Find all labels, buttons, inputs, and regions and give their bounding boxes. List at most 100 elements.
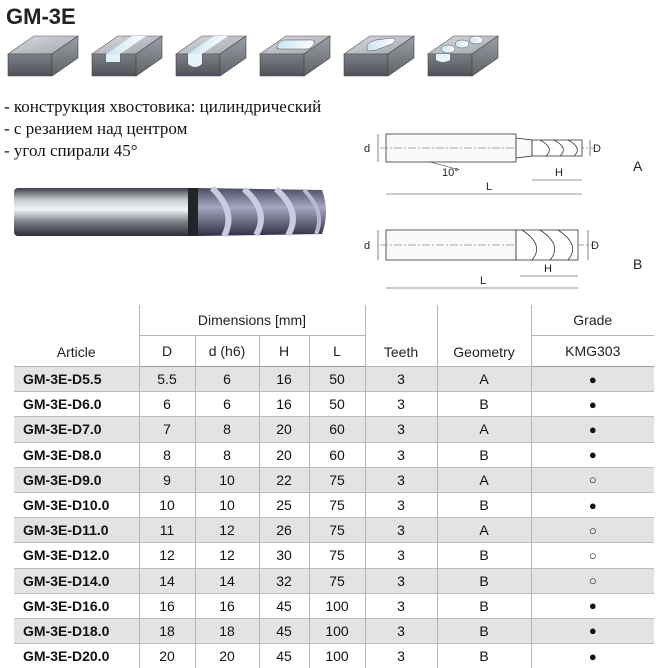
drawing-geometry-b: d D H L <box>364 229 599 289</box>
cell-L: 100 <box>308 643 365 668</box>
cell-d: 8 <box>194 441 259 468</box>
block-pocket-slot-icon <box>259 35 331 77</box>
feature-list: - конструкция хвостовика: цилиндрический… <box>4 96 321 162</box>
cell-geometry: B <box>436 542 531 568</box>
drawing-b-H-label: H <box>544 263 552 275</box>
header-grade-code: KMG303 <box>530 335 654 367</box>
cell-teeth: 3 <box>364 491 437 518</box>
cell-D: 11 <box>138 517 195 543</box>
header-article: Article <box>14 305 139 367</box>
cell-D: 7 <box>138 416 195 443</box>
cell-H: 26 <box>258 517 309 543</box>
cell-L: 75 <box>308 542 365 568</box>
cell-D: 9 <box>138 466 195 493</box>
cell-d: 20 <box>194 643 259 668</box>
cell-teeth: 3 <box>364 365 437 392</box>
block-ramp-pocket-icon <box>343 35 415 77</box>
cell-grade: ○ <box>530 517 654 543</box>
cell-L: 75 <box>308 567 365 594</box>
cell-teeth: 3 <box>364 542 437 568</box>
drawing-b-d-label: d <box>364 240 370 252</box>
drawing-a-H-label: H <box>555 167 563 179</box>
cell-teeth: 3 <box>364 517 437 543</box>
cell-grade: ● <box>530 617 654 644</box>
cell-H: 20 <box>258 441 309 468</box>
header-teeth: Teeth <box>364 305 437 367</box>
table-row: GM-3E-D20.0 20 20 45 100 3 B ● <box>14 643 654 668</box>
cell-article: GM-3E-D18.0 <box>14 617 139 644</box>
drawing-a-D-label: D <box>593 143 601 155</box>
product-title: GM-3E <box>6 4 76 29</box>
table-row: GM-3E-D11.0 11 12 26 75 3 A ○ <box>14 517 654 543</box>
cell-D: 20 <box>138 643 195 668</box>
cell-geometry: B <box>436 617 531 644</box>
table-row: GM-3E-D8.0 8 8 20 60 3 B ● <box>14 441 654 468</box>
block-facing-icon <box>7 35 79 77</box>
cell-L: 50 <box>308 365 365 392</box>
cell-grade: ● <box>530 643 654 668</box>
cell-teeth: 3 <box>364 567 437 594</box>
header-grade: Grade <box>530 305 654 336</box>
cell-teeth: 3 <box>364 592 437 619</box>
cell-article: GM-3E-D11.0 <box>14 517 139 543</box>
drawing-a-angle-label: 10° <box>442 167 459 179</box>
cell-D: 5.5 <box>138 365 195 392</box>
cell-L: 50 <box>308 391 365 417</box>
cell-d: 12 <box>194 542 259 568</box>
cell-geometry: B <box>436 643 531 668</box>
cell-grade: ● <box>530 365 654 392</box>
cell-L: 60 <box>308 416 365 443</box>
cell-H: 45 <box>258 643 309 668</box>
table-row: GM-3E-D14.0 14 14 32 75 3 B ○ <box>14 567 654 594</box>
cell-H: 16 <box>258 365 309 392</box>
cell-D: 16 <box>138 592 195 619</box>
geometry-a-label: A <box>633 158 643 174</box>
drawing-a-d-label: d <box>364 143 370 155</box>
cell-geometry: B <box>436 491 531 518</box>
table-row: GM-3E-D18.0 18 18 45 100 3 B ● <box>14 617 654 644</box>
cell-H: 45 <box>258 592 309 619</box>
cell-grade: ● <box>530 592 654 619</box>
cell-teeth: 3 <box>364 391 437 417</box>
cell-grade: ● <box>530 441 654 468</box>
cell-H: 30 <box>258 542 309 568</box>
drawing-a-L-label: L <box>486 181 492 193</box>
machining-operations-icons <box>7 35 499 77</box>
drawing-b-D-label: D <box>591 240 599 252</box>
header-D: D <box>138 335 195 367</box>
cell-article: GM-3E-D12.0 <box>14 542 139 568</box>
cell-grade: ● <box>530 391 654 417</box>
cell-geometry: A <box>436 416 531 443</box>
cell-L: 100 <box>308 617 365 644</box>
header-H: H <box>258 335 309 367</box>
cell-grade: ● <box>530 416 654 443</box>
cell-geometry: A <box>436 466 531 493</box>
cell-D: 18 <box>138 617 195 644</box>
cell-d: 10 <box>194 491 259 518</box>
feature-helix-angle: - угол спирали 45° <box>4 141 138 160</box>
cell-H: 22 <box>258 466 309 493</box>
cell-geometry: B <box>436 441 531 468</box>
cell-grade: ● <box>530 491 654 518</box>
cell-d: 14 <box>194 567 259 594</box>
cell-H: 20 <box>258 416 309 443</box>
geometry-b-label: B <box>633 256 643 272</box>
cell-geometry: B <box>436 592 531 619</box>
cell-article: GM-3E-D7.0 <box>14 416 139 443</box>
block-slot-open-icon <box>91 35 163 77</box>
cell-article: GM-3E-D9.0 <box>14 466 139 493</box>
cell-H: 32 <box>258 567 309 594</box>
cell-article: GM-3E-D16.0 <box>14 592 139 619</box>
cell-L: 75 <box>308 466 365 493</box>
cell-H: 16 <box>258 391 309 417</box>
cell-article: GM-3E-D20.0 <box>14 643 139 668</box>
cell-geometry: A <box>436 517 531 543</box>
cell-D: 6 <box>138 391 195 417</box>
cell-grade: ○ <box>530 466 654 493</box>
drawing-geometry-a: d D 10° H L <box>364 133 601 195</box>
cell-D: 8 <box>138 441 195 468</box>
header-dimensions: Dimensions [mm] <box>138 305 365 336</box>
table-row: GM-3E-D6.0 6 6 16 50 3 B ● <box>14 391 654 417</box>
cell-D: 10 <box>138 491 195 518</box>
table-row: GM-3E-D16.0 16 16 45 100 3 B ● <box>14 592 654 619</box>
